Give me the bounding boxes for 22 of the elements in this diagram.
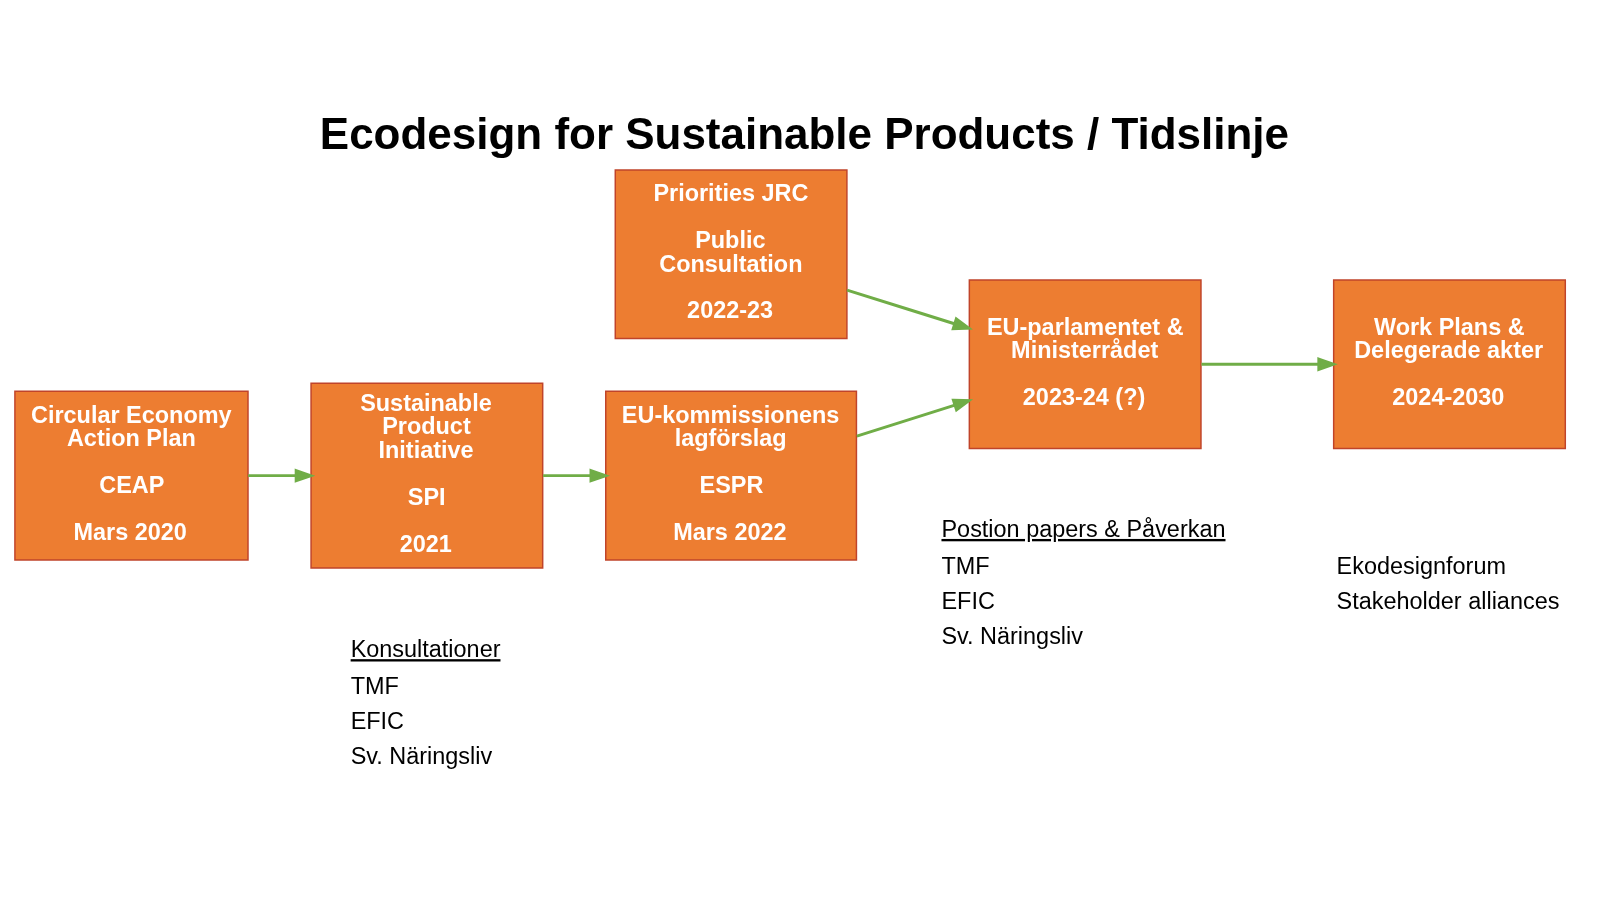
node-box: EU-parlamentet & Ministerrådet 2023-24 (?) xyxy=(968,279,1202,450)
arrow xyxy=(543,468,611,483)
node-box: Sustainable Product Initiative SPI 2021 xyxy=(310,382,544,569)
arrow xyxy=(846,288,973,331)
label: TMF xyxy=(941,552,990,579)
label: EFIC xyxy=(350,708,405,734)
label: Sv. Näringsliv xyxy=(350,743,493,770)
arrow xyxy=(1201,357,1338,372)
label: Stakeholder alliances xyxy=(1336,587,1560,614)
arrow xyxy=(248,468,316,483)
label: Postion papers & Påverkan xyxy=(941,515,1226,542)
node-box: Priorities JRC Public Consultation 2022-23 xyxy=(614,169,848,340)
label: EFIC xyxy=(941,587,995,614)
diagram-title: Ecodesign for Sustainable Products / Tidslinje xyxy=(319,109,1289,159)
label: Sv. Näringsliv xyxy=(941,622,1084,649)
node-box: EU-kommissionens lagförslag ESPR Mars 2022 xyxy=(605,390,858,561)
node-box: Circular Economy Action Plan CEAP Mars 2020 xyxy=(14,390,249,561)
node-box: Work Plans & Delegerade akter 2024-2030 xyxy=(1332,279,1567,450)
label: Ekodesignforum xyxy=(1336,552,1506,579)
arrow xyxy=(856,398,974,438)
label: TMF xyxy=(350,672,399,699)
label: Konsultationer xyxy=(350,636,501,663)
